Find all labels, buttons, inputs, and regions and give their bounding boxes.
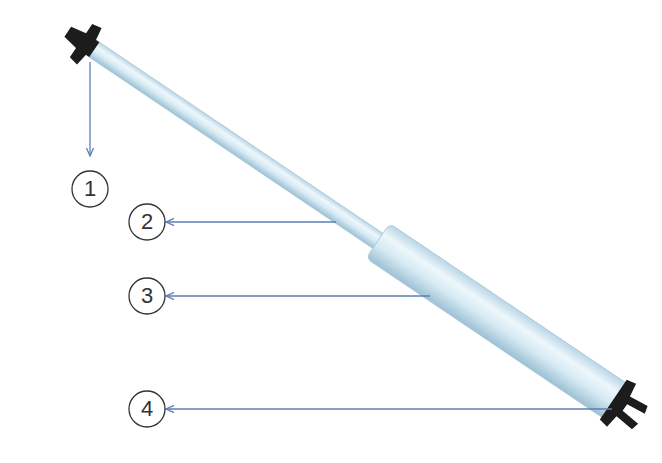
callout-number: 4 bbox=[141, 398, 153, 420]
callout-number: 3 bbox=[141, 285, 153, 307]
callout-circle: 3 bbox=[128, 277, 166, 315]
callout-circle: 4 bbox=[128, 390, 166, 428]
leader-line bbox=[166, 295, 430, 296]
callout-circle-shape bbox=[129, 391, 165, 427]
callout-number: 1 bbox=[84, 178, 96, 200]
leader-line bbox=[166, 221, 336, 222]
barrel bbox=[366, 223, 630, 420]
callout-number: 2 bbox=[141, 211, 153, 233]
leader-line bbox=[89, 62, 90, 156]
callout-circle-shape bbox=[129, 204, 165, 240]
top-cap bbox=[55, 13, 106, 67]
callout-circle: 2 bbox=[128, 203, 166, 241]
callout-circle-shape bbox=[129, 278, 165, 314]
leader-lines bbox=[90, 62, 612, 409]
thin-shaft bbox=[84, 39, 389, 253]
applicator-rod bbox=[53, 10, 656, 440]
callout-circle: 1 bbox=[71, 170, 109, 208]
leader-line bbox=[166, 408, 612, 409]
callout-circle-shape bbox=[72, 171, 108, 207]
